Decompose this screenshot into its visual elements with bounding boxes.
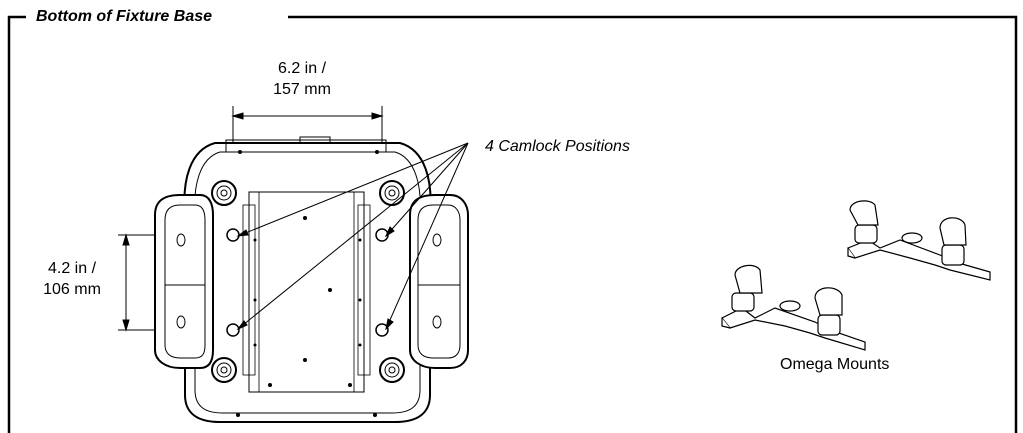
left-handle	[154, 194, 214, 369]
frame-border	[7, 15, 1018, 433]
width-dimension-label: 6.2 in / 157 mm	[262, 58, 342, 100]
camlock-callout-label: 4 Camlock Positions	[485, 138, 630, 155]
rubber-feet	[211, 180, 405, 383]
width-dimension-line	[231, 106, 384, 145]
height-dimension-mm: 106 mm	[43, 281, 101, 298]
omega-mount-back	[847, 200, 991, 281]
height-dimension-inches: 4.2 in /	[47, 260, 97, 277]
screws	[236, 150, 379, 417]
camlock-holes	[226, 228, 389, 337]
width-dimension-inches: 6.2 in /	[277, 60, 327, 77]
right-handle	[409, 194, 469, 369]
frame-title: Bottom of Fixture Base	[30, 8, 219, 26]
omega-mounts-label: Omega Mounts	[780, 356, 890, 373]
width-dimension-mm: 157 mm	[273, 81, 331, 98]
height-dimension-label: 4.2 in / 106 mm	[28, 258, 116, 300]
omega-mount-front	[721, 264, 866, 351]
callout-leader-lines	[236, 142, 469, 331]
